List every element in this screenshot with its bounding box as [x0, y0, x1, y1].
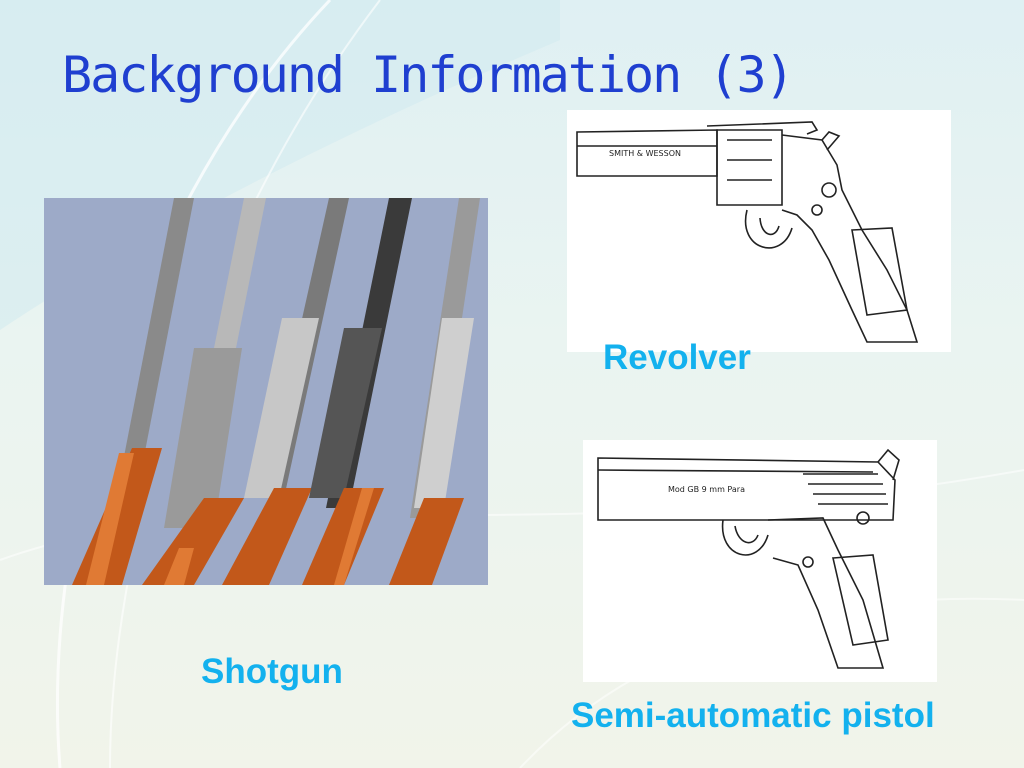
pistol-image: Mod GB 9 mm Para: [583, 440, 937, 682]
gun-3: [222, 198, 349, 585]
revolver-engraving: SMITH & WESSON: [609, 149, 681, 158]
slide-title: Background Information (3): [62, 46, 795, 104]
shotgun-caption: Shotgun: [201, 652, 343, 691]
pistol-engraving: Mod GB 9 mm Para: [668, 485, 745, 494]
shotgun-image: [44, 198, 488, 585]
gun-1: [72, 198, 194, 585]
pistol-caption: Semi-automatic pistol: [571, 696, 935, 735]
revolver-caption: Revolver: [603, 338, 751, 377]
revolver-image: SMITH & WESSON: [567, 110, 951, 352]
gun-5: [389, 198, 480, 585]
gun-2: [142, 198, 266, 585]
gun-4: [302, 198, 412, 585]
